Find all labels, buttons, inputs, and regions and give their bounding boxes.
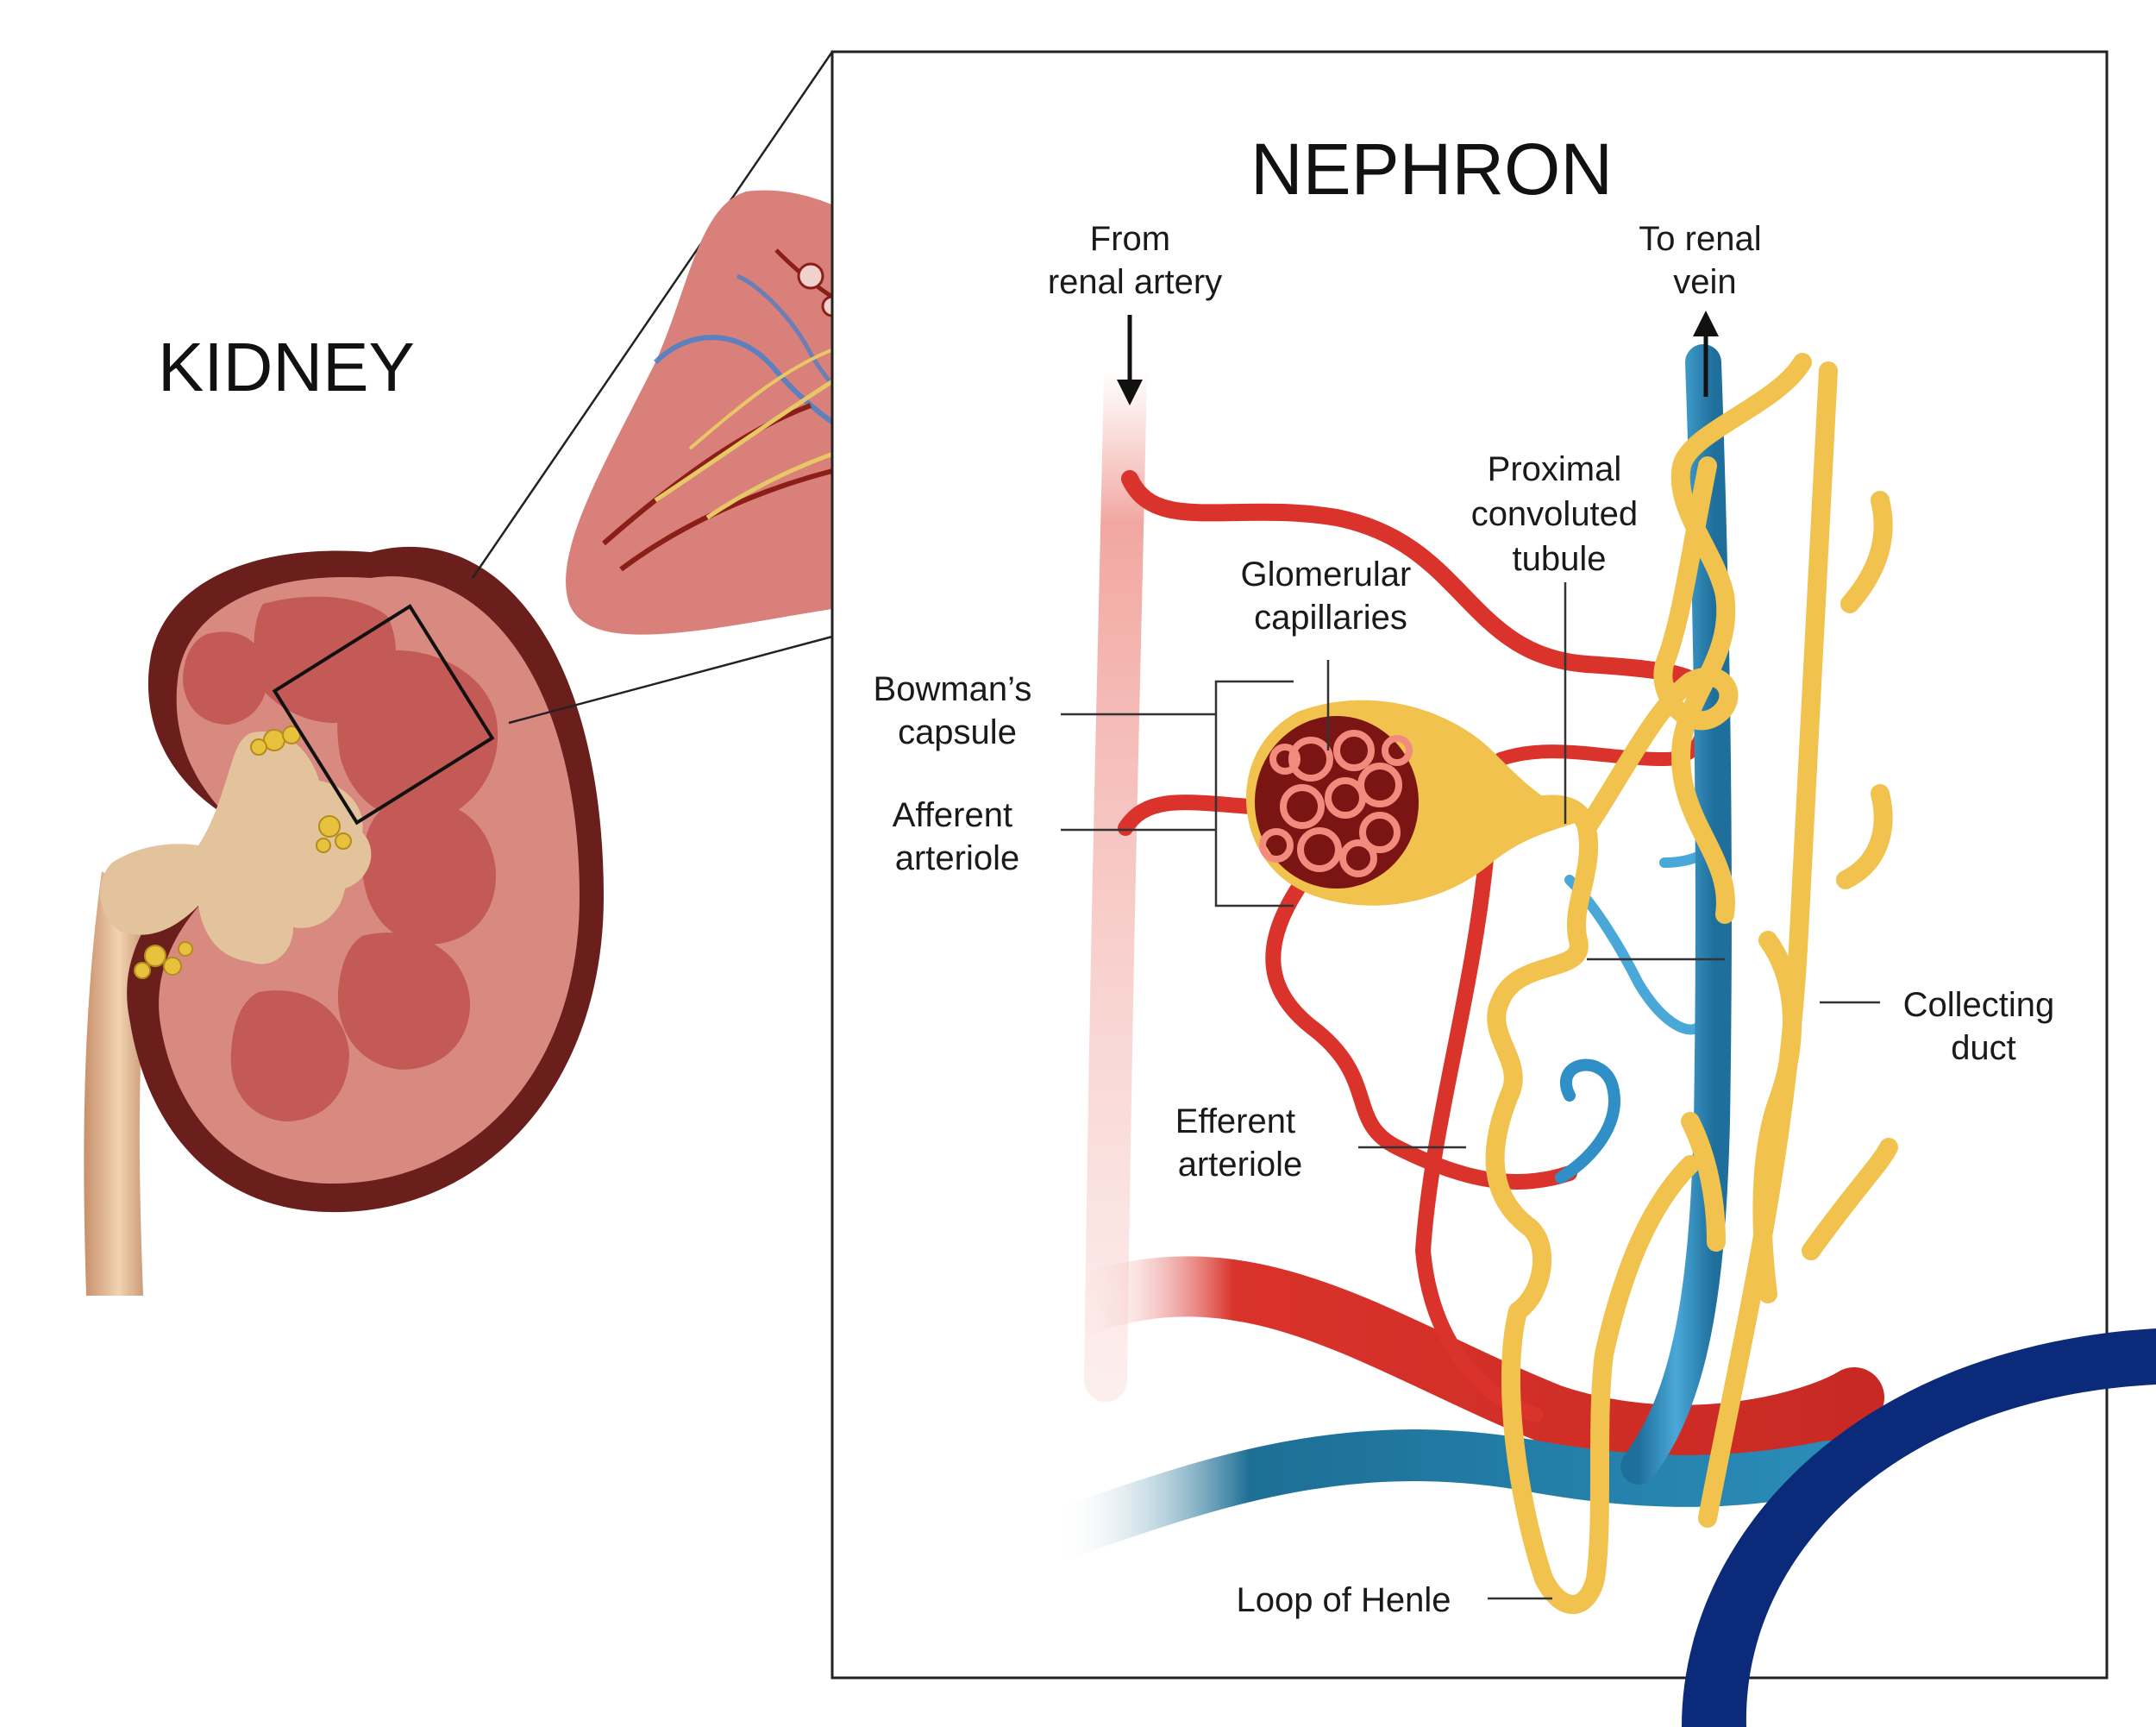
zoom-box bbox=[272, 604, 495, 826]
nephron-title: NEPHRON bbox=[1250, 129, 1613, 210]
renal-pyramid bbox=[230, 990, 349, 1121]
label-collecting-duct: Collecting duct bbox=[1903, 986, 2065, 1067]
label-bowmans-capsule: Bowman’s capsule bbox=[874, 670, 1042, 751]
renal-pyramid bbox=[337, 933, 471, 1070]
renal-pyramid bbox=[337, 650, 498, 821]
renal-pyramid bbox=[183, 631, 268, 725]
renal-pelvis bbox=[100, 732, 372, 964]
interlobular-artery bbox=[1084, 349, 1147, 1402]
afferent-arteriole-vessel bbox=[1118, 794, 1258, 836]
efferent-arteriole-vessel bbox=[1414, 833, 1543, 1422]
nephron-tubule bbox=[1482, 353, 1898, 1614]
glomerulus bbox=[1245, 700, 1587, 906]
label-loop-of-henle: Loop of Henle bbox=[1236, 1581, 1451, 1619]
bracket-glomerulus bbox=[1214, 680, 1294, 907]
zoom-line bbox=[508, 635, 833, 725]
renal-vein-branch bbox=[1031, 1429, 1854, 1561]
label-from-renal-artery: From renal artery bbox=[1048, 220, 1222, 301]
label-to-renal-vein: To renal vein bbox=[1639, 220, 1771, 301]
label-afferent-arteriole: Afferent arteriole bbox=[893, 796, 1022, 877]
peritubular-capillary bbox=[1555, 1058, 1620, 1184]
label-glomerular-capillaries: Glomerular capillaries bbox=[1241, 556, 1421, 637]
kidney-title: KIDNEY bbox=[158, 329, 415, 405]
decorative-arc bbox=[1682, 1328, 2156, 1727]
label-efferent-arteriole: Efferent arteriole bbox=[1175, 1102, 1305, 1184]
label-proximal-tubule: Proximal convoluted tubule bbox=[1471, 450, 1648, 578]
kidney-illustration bbox=[84, 546, 605, 1296]
afferent-arteriole-vessel bbox=[1121, 470, 1716, 699]
renal-pyramid bbox=[362, 799, 497, 945]
zoom-line bbox=[471, 51, 834, 579]
renal-sinus-fat bbox=[134, 725, 352, 979]
peritubular-capillary bbox=[1564, 875, 1704, 1035]
